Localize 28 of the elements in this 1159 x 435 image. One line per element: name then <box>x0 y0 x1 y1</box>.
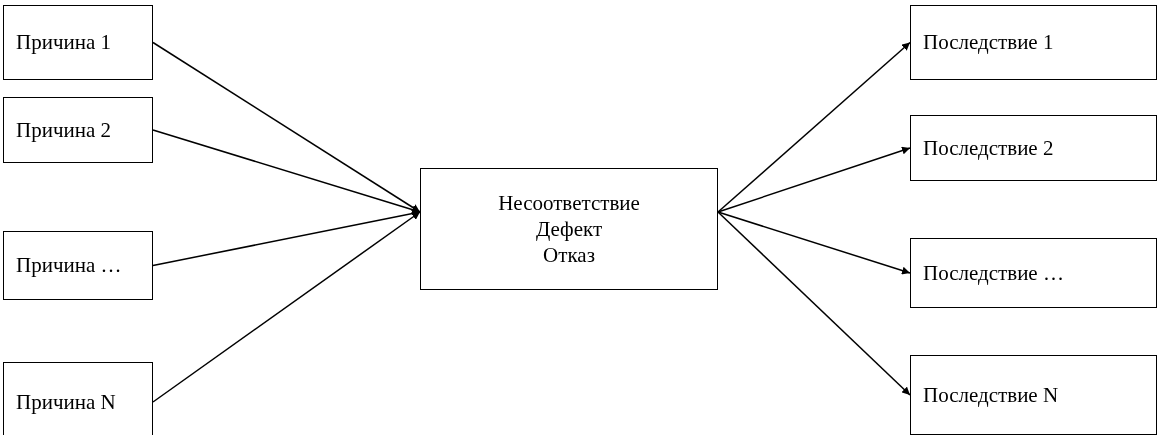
box-label: Несоответствие <box>498 189 640 216</box>
process-box <box>420 168 718 290</box>
process-box <box>910 5 1157 80</box>
process-box <box>910 355 1157 435</box>
arrow <box>152 129 421 214</box>
process-box <box>910 115 1157 181</box>
arrow <box>717 41 911 213</box>
box-label: Причина 2 <box>16 117 111 143</box>
box-label: Дефект <box>535 215 603 243</box>
box-label: Причина … <box>16 253 122 278</box>
arrow <box>717 146 911 213</box>
process-box <box>3 231 153 300</box>
arrow <box>152 41 421 213</box>
box-label: Последствие 2 <box>923 135 1054 161</box>
process-box <box>3 362 153 435</box>
box-label: Последствие N <box>923 382 1059 408</box>
process-box <box>910 238 1157 308</box>
box-label: Последствие … <box>923 260 1064 286</box>
box-label: Причина N <box>16 389 116 415</box>
arrow <box>152 209 421 267</box>
process-box <box>3 5 153 80</box>
arrow <box>717 211 911 275</box>
box-label: Отказ <box>543 242 595 269</box>
arrow <box>717 211 911 396</box>
process-box <box>3 97 153 163</box>
box-label: Причина 1 <box>16 30 111 55</box>
arrow <box>152 211 421 403</box>
box-label: Последствие 1 <box>923 30 1054 55</box>
